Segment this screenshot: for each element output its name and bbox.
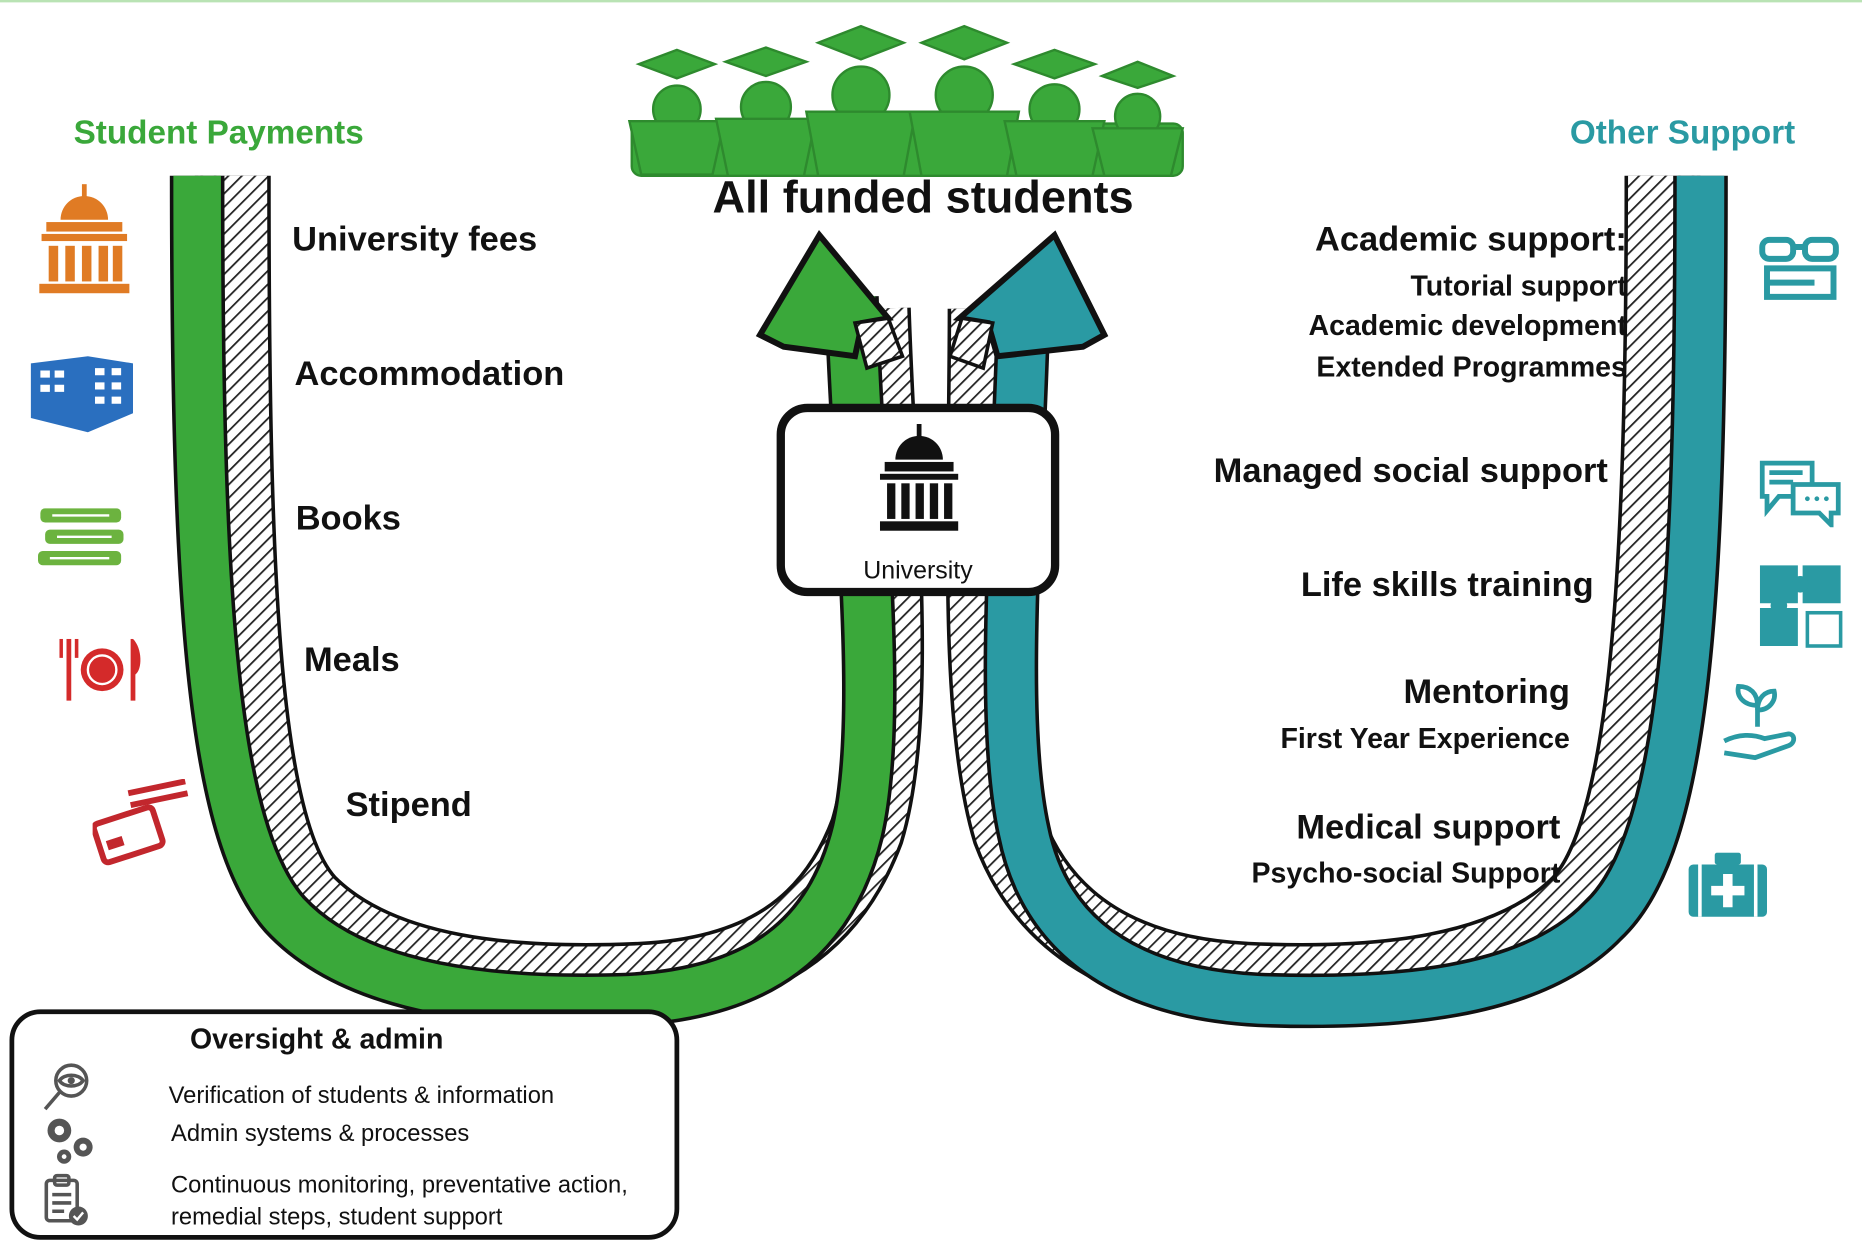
managed-social-support-label: Managed social support [1213, 452, 1608, 491]
university-label: University [863, 556, 973, 585]
seedling-hand-icon [1723, 683, 1797, 761]
clipboard-check-icon [44, 1173, 88, 1226]
medical-support-label: Medical support [1296, 808, 1561, 847]
academic-development-label: Academic development [1308, 309, 1627, 342]
oversight-title: Oversight & admin [190, 1023, 444, 1056]
left-funding-arrow [169, 175, 925, 1029]
first-year-experience-label: First Year Experience [1280, 723, 1570, 756]
top-divider [0, 0, 1862, 3]
books-icon [38, 508, 124, 566]
mentoring-label: Mentoring [1403, 673, 1570, 712]
glasses-book-icon [1759, 236, 1839, 300]
university-building-icon [39, 184, 130, 294]
university-box: University [776, 403, 1060, 597]
psycho-social-support-label: Psycho-social Support [1251, 857, 1561, 890]
meals-label: Meals [304, 641, 400, 680]
university-icon [879, 423, 959, 531]
residence-building-icon [30, 356, 133, 433]
stipend-label: Stipend [345, 786, 472, 825]
extended-programmes-label: Extended Programmes [1316, 351, 1627, 384]
diagram-title: All funded students [712, 173, 1134, 224]
chat-bubbles-icon [1759, 460, 1841, 528]
tutorial-support-label: Tutorial support [1410, 270, 1627, 303]
oversight-panel: Oversight & admin Verification of studen… [9, 1009, 680, 1240]
oversight-line-admin: Admin systems & processes [171, 1121, 470, 1148]
oversight-line-verification: Verification of students & information [168, 1083, 555, 1110]
puzzle-icon [1759, 565, 1843, 648]
oversight-line-monitoring: Continuous monitoring, preventative acti… [171, 1172, 628, 1199]
books-label: Books [295, 499, 401, 538]
academic-support-label: Academic support: [1314, 220, 1627, 259]
right-support-arrow [945, 175, 1728, 1029]
right-heading: Other Support [1569, 114, 1796, 151]
life-skills-training-label: Life skills training [1300, 566, 1594, 605]
meal-plate-icon [59, 638, 141, 701]
left-heading: Student Payments [73, 114, 364, 151]
oversight-line-remedial: remedial steps, student support [171, 1204, 503, 1231]
university-fees-label: University fees [292, 220, 538, 259]
gears-icon [47, 1118, 93, 1164]
graduates-illustration [627, 24, 1185, 177]
accommodation-label: Accommodation [294, 355, 565, 394]
magnifier-eye-icon [43, 1063, 89, 1111]
credit-cards-icon [92, 779, 189, 866]
first-aid-kit-icon [1688, 852, 1767, 917]
